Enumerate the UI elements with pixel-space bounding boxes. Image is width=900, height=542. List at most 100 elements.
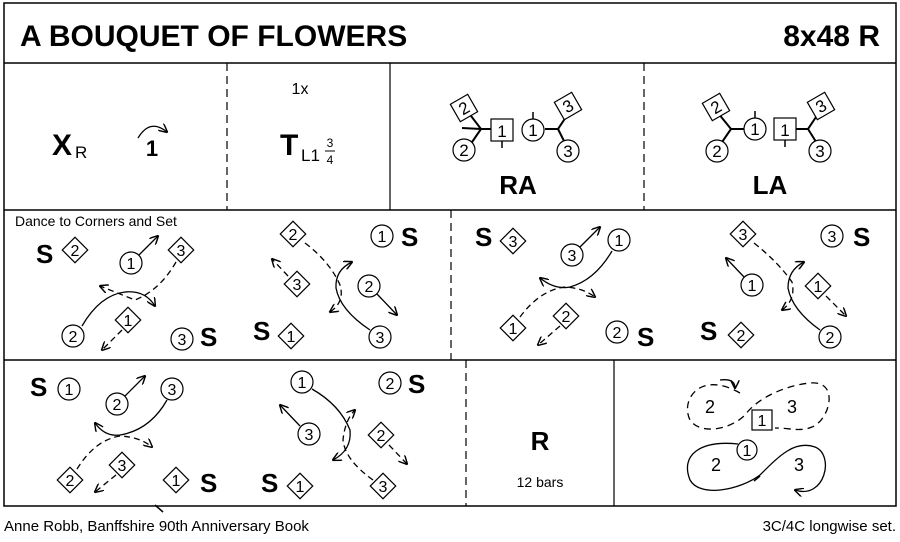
set-label: S (401, 222, 418, 252)
dance-format: 8x48 R (783, 20, 880, 53)
man-dancer: 2 (605, 320, 629, 344)
dancer-label: 1 (509, 321, 518, 338)
man-dancer: 2 (357, 274, 381, 298)
dancer-label: 1 (497, 122, 506, 141)
reel-dancer-label: 3 (787, 397, 797, 417)
set-label: S (408, 369, 425, 399)
dancer-label: 1 (615, 233, 624, 250)
travel-path (726, 258, 745, 278)
dancer-label: 2 (826, 330, 835, 347)
travel-path (100, 261, 177, 301)
travel-path (280, 405, 301, 427)
man-dancer: 3 (820, 224, 844, 248)
travel-path (311, 388, 351, 460)
woman-dancer: 2 (56, 466, 84, 494)
woman-dancer: 2 (61, 236, 164, 513)
turn-subscript: L1 (301, 146, 320, 165)
dancer-label: 3 (293, 277, 302, 294)
dancer-label: 2 (377, 428, 386, 445)
travel-path (102, 329, 123, 350)
dancer-label: 1 (378, 229, 387, 246)
dance-title: A BOUQUET OF FLOWERS (20, 20, 407, 53)
set-label: S (253, 316, 270, 346)
dancer-label: 3 (178, 332, 187, 349)
left-hands-across-label: LA (753, 170, 788, 200)
reel-dancer-label: 3 (794, 455, 804, 475)
dancer-label: 3 (305, 427, 314, 444)
left-hands-across-figure: 2 1 1 2 3 3 (701, 91, 836, 163)
man-dancer: 1 (370, 224, 761, 482)
woman-dancer: 3 (283, 270, 311, 298)
dancer-label: 3 (739, 227, 748, 244)
man-dancer: 2 (105, 392, 129, 416)
dancer-label: 1 (124, 313, 133, 330)
travel-path (138, 236, 158, 256)
fraction-numerator: 3 (327, 136, 334, 150)
dancer-label: 1 (287, 329, 296, 346)
woman-dancer: 3 (729, 220, 757, 248)
set-formation: 3C/4C longwise set. (762, 518, 896, 535)
dancer-label: 1 (296, 479, 305, 496)
man-dancer: 1 (119, 251, 143, 275)
woman-dancer: 1 (286, 472, 314, 500)
travel-path (335, 262, 371, 331)
dancer-label: 3 (379, 479, 388, 496)
woman-dancer: 3 (108, 451, 136, 479)
dancer-label: 1 (127, 256, 136, 273)
right-hands-across-label: RA (499, 170, 537, 200)
dancer-label: 1 (172, 473, 181, 490)
cast-number: 1 (146, 136, 158, 161)
dancer-label: 1 (814, 279, 823, 296)
travel-path (787, 262, 821, 331)
woman-dancer: 3 (499, 227, 527, 255)
dancer-label: 2 (289, 227, 298, 244)
travel-path (272, 259, 289, 277)
source-credit: Anne Robb, Banffshire 90th Anniversary B… (4, 518, 309, 535)
dancer-label: 2 (365, 279, 374, 296)
woman-dancer: 1 (162, 466, 190, 494)
set-label: S (637, 322, 654, 352)
woman-dancer: 1 (277, 322, 305, 350)
man-dancer: 1 (57, 377, 81, 401)
woman-dancer: 1 (499, 314, 527, 342)
travel-path (753, 242, 794, 310)
reel-symbol: R (531, 426, 550, 456)
reel-dancer-label: 1 (743, 443, 752, 460)
set-label: S (200, 322, 217, 352)
travel-path (519, 286, 595, 318)
dancer-label: 1 (780, 121, 789, 140)
travel-path (95, 474, 117, 492)
cross-symbol: X (52, 129, 72, 162)
outer-frame (3, 2, 897, 507)
dancer-label: 1 (750, 120, 759, 139)
figure-caption: Dance to Corners and Set (15, 213, 177, 229)
man-dancer: 1 (607, 228, 631, 252)
man-dancer: 1 (740, 273, 764, 297)
dancer-label: 3 (376, 330, 385, 347)
reel-dancer-label: 1 (758, 413, 767, 430)
man-dancer: 2 (378, 371, 402, 395)
man-dancer: 3 (560, 243, 584, 267)
set-label: S (853, 222, 870, 252)
repeat-count: 1x (292, 81, 309, 98)
right-hands-across-figure: 2 1 1 2 3 3 (449, 91, 583, 163)
man-dancer: 3 (368, 325, 392, 349)
set-label: S (475, 222, 492, 252)
travel-path (124, 376, 145, 397)
travel-path (95, 399, 168, 436)
reel-dancer-label: 2 (705, 397, 715, 417)
travel-path (81, 291, 155, 327)
travel-path (825, 295, 846, 316)
man-dancer: 3 (297, 422, 321, 446)
dancer-label: 3 (828, 229, 837, 246)
woman-dancer: 2 (367, 421, 395, 449)
dancer-label: 3 (509, 234, 518, 251)
dancer-label: 2 (69, 329, 78, 346)
woman-dancer: 2 (727, 321, 755, 349)
dancer-label: 1 (298, 375, 307, 392)
fraction-denominator: 4 (327, 153, 334, 167)
dancer-label: 2 (386, 376, 395, 393)
woman-dancer: 2 (552, 302, 580, 330)
